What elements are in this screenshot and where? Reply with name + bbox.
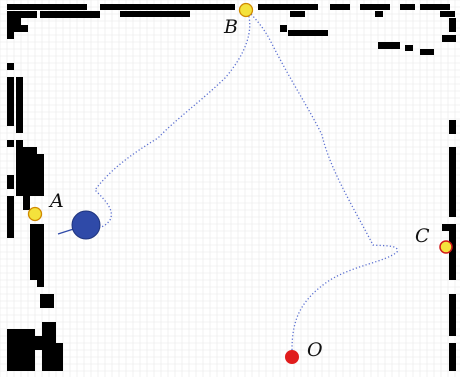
obstacle-cell bbox=[442, 224, 456, 231]
obstacle-cell bbox=[7, 77, 14, 112]
obstacle-cell bbox=[16, 154, 44, 196]
robot-trajectory bbox=[94, 9, 398, 351]
obstacle-cell bbox=[449, 18, 456, 32]
obstacle-cell bbox=[37, 280, 44, 287]
obstacle-cell bbox=[449, 231, 456, 280]
obstacle-cell bbox=[16, 77, 23, 133]
waypoint-c-marker[interactable] bbox=[439, 240, 453, 254]
obstacle-cell bbox=[7, 11, 37, 18]
obstacle-cell bbox=[7, 4, 87, 10]
obstacle-cell bbox=[449, 343, 456, 371]
obstacle-cell bbox=[120, 11, 190, 17]
obstacle-cell bbox=[449, 294, 456, 336]
obstacle-cell bbox=[7, 175, 14, 189]
obstacle-cell bbox=[440, 11, 455, 17]
obstacle-cell bbox=[378, 42, 400, 49]
waypoint-c[interactable]: C bbox=[415, 225, 453, 254]
obstacle-cell bbox=[420, 49, 434, 55]
waypoint-o[interactable]: O bbox=[285, 339, 324, 364]
obstacle-cell bbox=[56, 343, 63, 371]
obstacle-cell bbox=[405, 45, 413, 51]
waypoint-a-marker[interactable] bbox=[27, 206, 43, 222]
obstacle-cell bbox=[23, 196, 30, 210]
waypoint-b[interactable]: B bbox=[223, 2, 254, 39]
obstacle-cell bbox=[40, 11, 100, 18]
obstacle-cell bbox=[7, 25, 14, 39]
obstacle-cell bbox=[330, 4, 350, 10]
obstacle-cell bbox=[30, 224, 44, 280]
obstacle-cell bbox=[360, 4, 390, 10]
waypoint-b-label: B bbox=[223, 16, 238, 38]
waypoint-o-marker[interactable] bbox=[285, 350, 299, 364]
obstacle-cell bbox=[288, 30, 328, 36]
obstacle-cell bbox=[16, 140, 23, 154]
waypoint-c-label: C bbox=[415, 225, 430, 247]
obstacle-cell bbox=[290, 11, 305, 17]
obstacle-cell bbox=[400, 4, 415, 10]
obstacle-cell bbox=[7, 329, 35, 371]
obstacle-cell bbox=[420, 4, 450, 10]
obstacle-cell bbox=[7, 140, 14, 147]
robot-marker bbox=[71, 210, 101, 240]
obstacle-cell bbox=[14, 25, 28, 32]
obstacle-cell bbox=[442, 35, 456, 42]
obstacle-cell bbox=[35, 336, 42, 350]
obstacle-cell bbox=[21, 357, 35, 364]
obstacle-cell bbox=[42, 322, 56, 371]
obstacle-cell bbox=[449, 147, 456, 217]
obstacle-cell bbox=[40, 294, 54, 308]
waypoint-a[interactable]: A bbox=[27, 190, 64, 222]
obstacle-cell bbox=[7, 63, 14, 70]
obstacle-cell bbox=[100, 4, 195, 10]
waypoint-b-marker[interactable] bbox=[238, 2, 254, 18]
obstacle-cell bbox=[195, 4, 235, 10]
waypoint-a-label: A bbox=[48, 190, 64, 212]
waypoint-o-label: O bbox=[307, 339, 323, 361]
obstacle-cell bbox=[7, 18, 21, 25]
obstacle-cell bbox=[23, 147, 37, 154]
obstacle-cell bbox=[258, 4, 318, 10]
obstacle-cell bbox=[7, 196, 14, 238]
obstacle-cell bbox=[449, 120, 456, 134]
obstacle-cell bbox=[7, 112, 14, 126]
obstacle-cell bbox=[280, 25, 287, 32]
obstacle-cells bbox=[7, 4, 456, 371]
obstacle-cell bbox=[375, 11, 383, 17]
